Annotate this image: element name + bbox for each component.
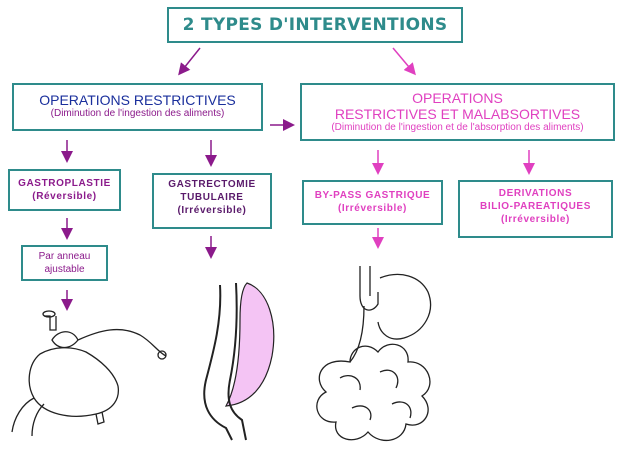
restrictive-operations-box: OPERATIONS RESTRICTIVES (Diminution de l…: [12, 83, 263, 131]
esophagus-opening: [42, 310, 56, 318]
derivations-line1: DERIVATIONS: [498, 188, 573, 199]
sleeve-inner-wall: [227, 282, 247, 441]
resected-stomach-part: [224, 282, 275, 407]
malabsorptive-title-line1: OPERATIONS: [412, 90, 503, 106]
restrictive-title: OPERATIONS RESTRICTIVES: [39, 92, 236, 108]
band-tube: [77, 328, 167, 357]
anneau-line2: ajustable: [44, 264, 85, 275]
anneau-line1: Par anneau: [38, 251, 91, 262]
derivations-line2: BILIO-PAREATIQUES: [480, 201, 591, 212]
roux-limb: [349, 305, 365, 363]
gastroplastie-status: (Réversible): [32, 191, 97, 202]
esophagus-shape: [44, 315, 57, 331]
bypass-name: BY-PASS GASTRIQUE: [314, 190, 431, 201]
bypass-esophagus: [359, 266, 371, 296]
arrow-title-to-restrictive: [178, 47, 201, 76]
malabsorptive-title-line2: RESTRICTIVES ET MALABSORTIVES: [334, 106, 581, 122]
malabsorptive-operations-box: OPERATIONS RESTRICTIVES ET MALABSORTIVES…: [300, 83, 615, 141]
stomach-outline: [28, 347, 120, 417]
gastric-pouch: [359, 292, 379, 311]
diagram-title: 2 TYPES D'INTERVENTIONS: [167, 7, 463, 43]
small-intestine-loops: [316, 343, 431, 442]
arrow-title-to-malabsorptive: [392, 47, 416, 76]
anneau-box: Par anneau ajustable: [21, 245, 108, 281]
duodenum-shape: [11, 397, 45, 437]
gastroplastie-name: GASTROPLASTIE: [18, 178, 111, 189]
gastrectomie-line1: GASTRECTOMIE: [168, 179, 256, 190]
remnant-stomach: [377, 273, 432, 340]
gastroplastie-box: GASTROPLASTIE (Réversible): [8, 169, 121, 211]
lower-bowel-shape: [95, 411, 105, 425]
bypass-box: BY-PASS GASTRIQUE (Irréversible): [302, 180, 443, 225]
intestine-folds: [339, 369, 412, 421]
restrictive-subtitle: (Diminution de l'ingestion des aliments): [50, 108, 225, 119]
sleeve-outer-wall: [203, 284, 233, 441]
access-port: [157, 350, 167, 360]
gastrectomie-status: (Irréversible): [177, 205, 247, 216]
gastrectomie-box: GASTRECTOMIE TUBULAIRE (Irréversible): [152, 173, 272, 229]
derivations-status: (Irréversible): [501, 214, 570, 225]
bypass-status: (Irréversible): [338, 203, 407, 214]
malabsorptive-subtitle: (Diminution de l'ingestion et de l'absor…: [331, 122, 584, 133]
gastrectomie-line2: TUBULAIRE: [180, 192, 244, 203]
derivations-box: DERIVATIONS BILIO-PAREATIQUES (Irréversi…: [458, 180, 613, 238]
